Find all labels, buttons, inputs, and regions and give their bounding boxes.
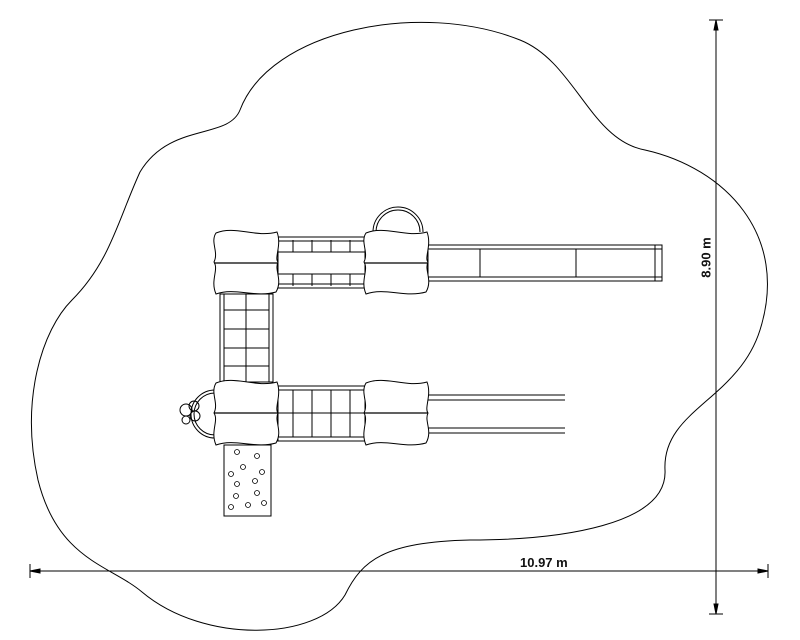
bridge-bottom [277, 385, 366, 442]
dimension-width [29, 564, 769, 578]
width-dimension-label: 10.97 m [520, 555, 568, 570]
slide-top [427, 244, 663, 282]
height-dimension-label: 8.90 m [698, 237, 714, 278]
climbing-wall [223, 444, 272, 517]
bridge-left [219, 293, 274, 383]
slide-bottom [428, 394, 565, 434]
steering-wheel [179, 400, 201, 425]
arch-top [372, 206, 424, 233]
bridge-top [277, 236, 366, 289]
deck-top-left [213, 229, 280, 295]
arch-left [190, 389, 216, 439]
dimension-height [709, 19, 723, 615]
deck-top-right [363, 229, 430, 295]
safety-zone-outline [31, 21, 768, 631]
